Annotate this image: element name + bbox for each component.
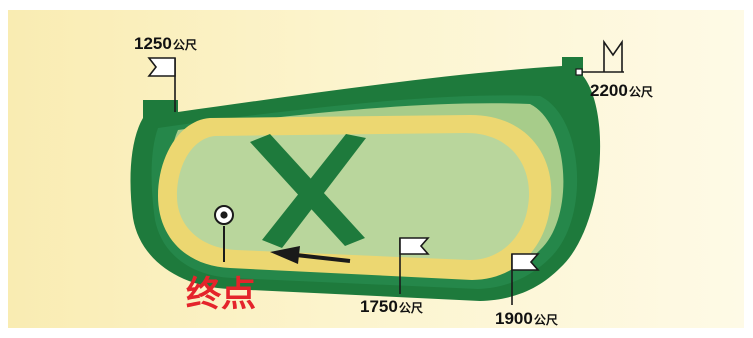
start-distance: 1900 [495, 309, 533, 328]
start-unit: 公尺 [533, 313, 558, 327]
start-unit: 公尺 [398, 301, 423, 315]
start-label-1750: 1750公尺 [360, 298, 423, 316]
start-label-1900: 1900公尺 [495, 310, 558, 328]
start-unit: 公尺 [628, 85, 653, 99]
infield [177, 133, 530, 260]
flag-icon [399, 237, 430, 294]
cross-track-b [262, 134, 366, 248]
start-label-2200: 2200公尺 [590, 82, 653, 100]
flag-icon [147, 57, 176, 112]
start-distance: 1750 [360, 297, 398, 316]
flag-icon [575, 39, 624, 76]
start-distance: 2200 [590, 81, 628, 100]
start-unit: 公尺 [172, 38, 197, 52]
finish-label: 终点 [186, 275, 257, 315]
finish-post-icon [214, 205, 234, 262]
start-distance: 1250 [134, 34, 172, 53]
flag-icon [511, 253, 540, 305]
arrow-left-icon [270, 246, 351, 264]
start-label-1250: 1250公尺 [134, 35, 197, 53]
